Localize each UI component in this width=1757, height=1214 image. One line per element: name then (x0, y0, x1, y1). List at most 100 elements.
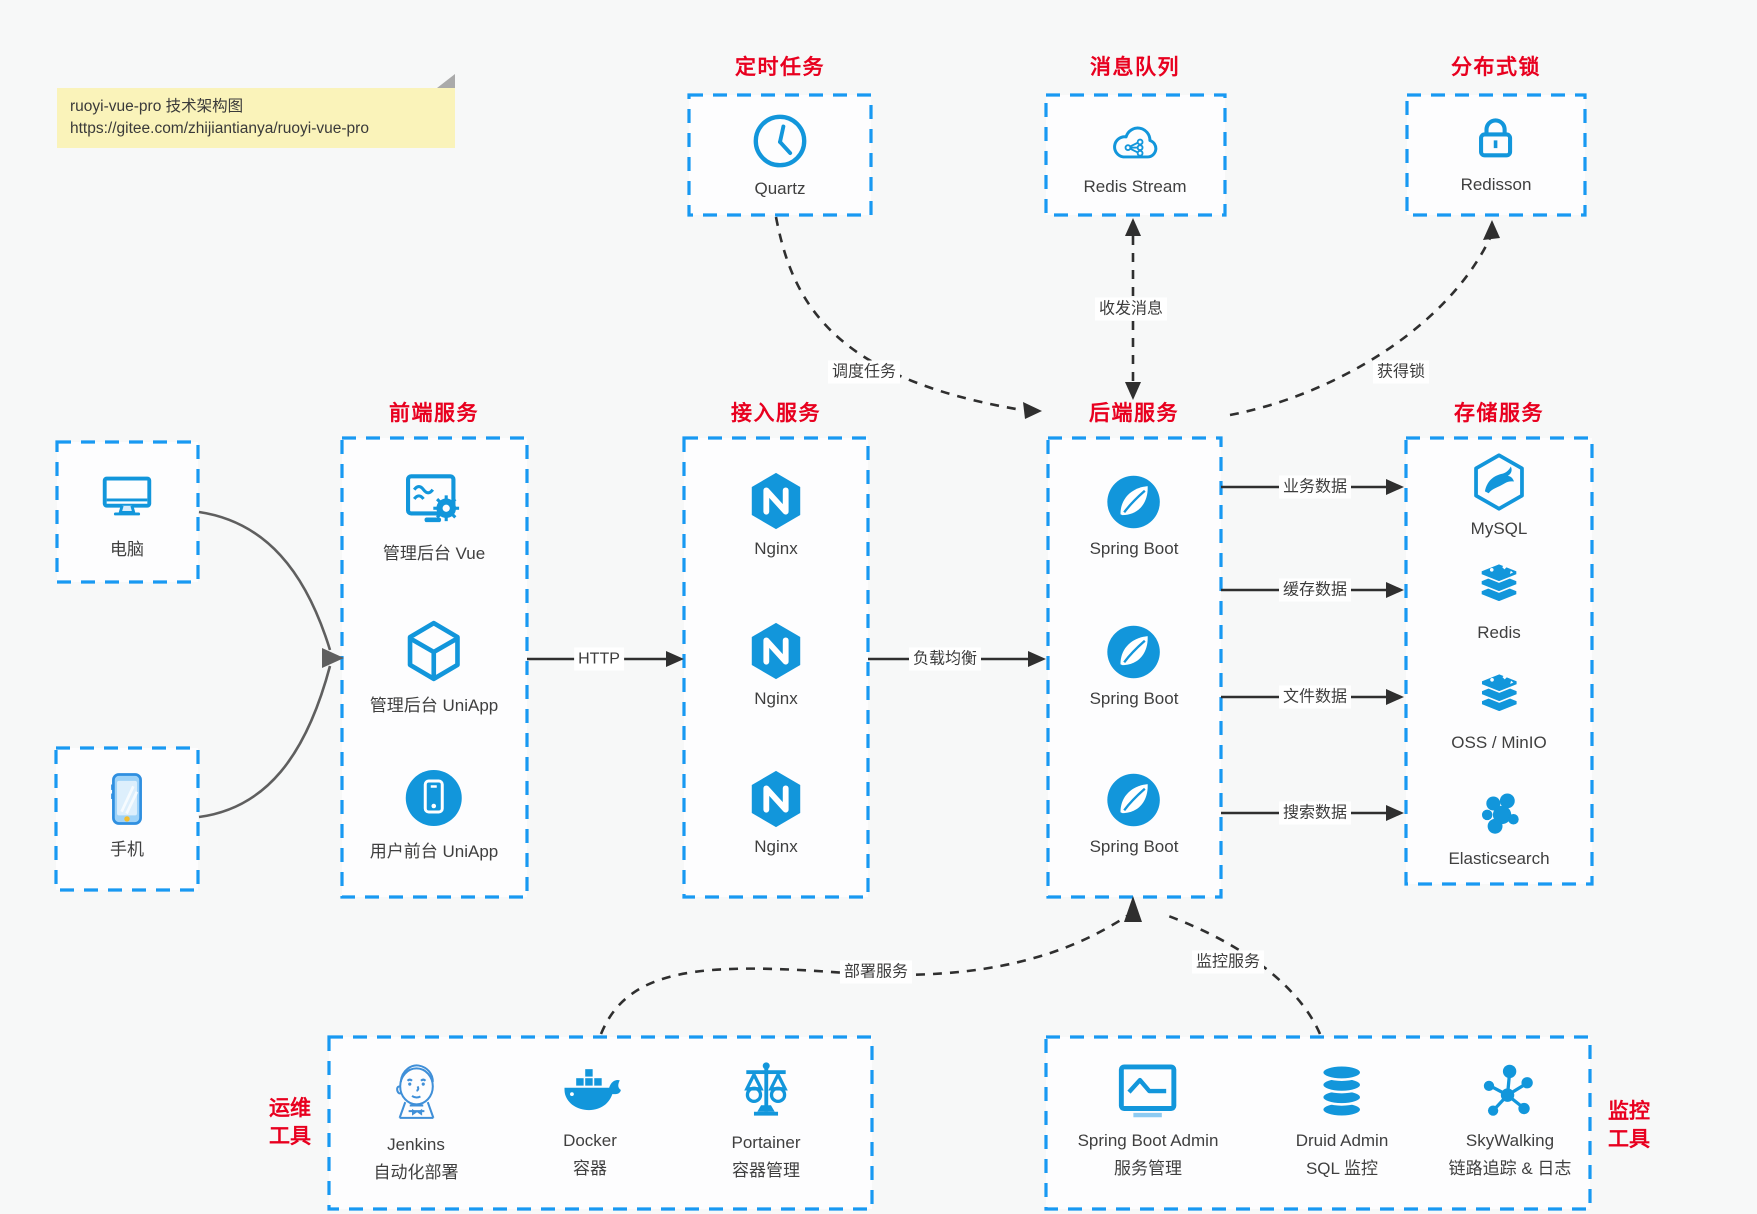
storage-item-oss-minio: OSS / MinIO (1451, 668, 1547, 753)
schedule-label: 调度任务 (827, 360, 901, 384)
redisson-item: Redisson (1460, 110, 1532, 195)
quartz-item: Quartz (749, 110, 811, 199)
monitor-label: 监控服务 (1191, 950, 1265, 974)
client-phone-item: 手机 (98, 770, 156, 860)
item-label: 管理后台 UniApp (369, 696, 499, 715)
item-label: 用户前台 UniApp (369, 842, 499, 861)
item-label: Nginx (754, 837, 798, 856)
frontend-item-admin-uniapp: 管理后台 UniApp (370, 618, 498, 716)
client-computer-item: 电脑 (96, 466, 158, 560)
messaging-up-arrowhead (1125, 218, 1141, 236)
ops-item-jenkins: Jenkins 自动化部署 (374, 1056, 459, 1183)
item-label: Portainer (731, 1133, 801, 1152)
cache-data-label: 缓存数据 (1278, 578, 1352, 602)
frontend-title: 前端服务 (389, 402, 479, 425)
portainer-scales-icon (744, 1062, 788, 1116)
skywalking-icon (1484, 1064, 1534, 1116)
gear-glyph (433, 495, 460, 522)
item-label: 电脑 (110, 540, 144, 559)
item-sublabel: 自动化部署 (373, 1163, 459, 1182)
ops-item-docker: Docker 容器 (556, 1060, 624, 1179)
deploy-label: 部署服务 (839, 960, 913, 984)
uniapp-user-icon (405, 770, 462, 826)
item-label: OSS / MinIO (1451, 733, 1547, 752)
load-balance-label: 负载均衡 (908, 647, 982, 671)
http-label: HTTP (574, 647, 624, 671)
item-label: Redisson (1460, 175, 1532, 194)
object-storage-stack-icon (1480, 672, 1518, 713)
backend-item-spring-1: Spring Boot (1089, 472, 1179, 559)
item-label: Redis Stream (1083, 177, 1187, 196)
messaging-label: 收发消息 (1094, 297, 1168, 321)
item-label: Spring Boot (1089, 539, 1179, 558)
druid-database-icon (1321, 1063, 1363, 1119)
spring-boot-icon (1107, 475, 1161, 529)
item-label: MySQL (1470, 519, 1528, 538)
redis-stream-item: Redis Stream (1083, 114, 1187, 197)
item-label: Jenkins (387, 1135, 445, 1154)
item-label: Quartz (754, 179, 806, 198)
item-label: Nginx (754, 539, 798, 558)
jenkins-icon (395, 1064, 434, 1119)
nginx-icon (751, 472, 801, 530)
clients-arrowhead (322, 648, 344, 668)
monitoring-item-sba: Spring Boot Admin 服务管理 (1078, 1058, 1218, 1179)
business-data-label: 业务数据 (1278, 475, 1352, 499)
monitoring-title-line2: 工具 (1608, 1128, 1650, 1151)
cloud-share-icon (1113, 126, 1158, 159)
search-data-label: 搜索数据 (1278, 801, 1352, 825)
file-data-label: 文件数据 (1278, 685, 1352, 709)
business-data-arrowhead (1386, 479, 1404, 495)
item-label: Druid Admin (1295, 1131, 1389, 1150)
item-label: Spring Boot (1089, 837, 1179, 856)
item-sublabel: SQL 监控 (1305, 1159, 1379, 1178)
ops-title-line2: 工具 (269, 1125, 311, 1148)
lock-icon (1479, 118, 1513, 158)
item-sublabel: 容器 (573, 1159, 607, 1178)
sticky-note: ruoyi-vue-pro 技术架构图 https://gitee.com/zh… (57, 88, 455, 148)
item-sublabel: 容器管理 (732, 1161, 800, 1180)
gateway-item-nginx-2: Nginx (745, 620, 807, 709)
spring-boot-icon (1107, 773, 1161, 827)
item-label: Spring Boot (1089, 689, 1179, 708)
mysql-icon (1474, 453, 1524, 511)
storage-item-elasticsearch: Elasticsearch (1448, 786, 1550, 869)
item-label: Elasticsearch (1448, 849, 1550, 868)
item-sublabel: 链路追踪 & 日志 (1448, 1159, 1572, 1178)
search-data-arrowhead (1386, 805, 1404, 821)
schedule-arrowhead (1023, 402, 1042, 419)
computer-icon (102, 476, 152, 516)
monitoring-item-druid: Druid Admin SQL 监控 (1295, 1058, 1389, 1179)
note-title: ruoyi-vue-pro 技术架构图 (70, 98, 244, 115)
cache-data-arrowhead (1386, 582, 1404, 598)
monitor-curve (1162, 912, 1322, 1035)
scheduled-task-title: 定时任务 (735, 56, 825, 79)
frontend-item-user-uniapp: 用户前台 UniApp (370, 766, 498, 862)
lock-curve (1229, 237, 1492, 417)
lock-label: 获得锁 (1372, 360, 1430, 384)
monitoring-title-line1: 监控 (1608, 1100, 1650, 1123)
file-data-arrowhead (1386, 689, 1404, 705)
monitoring-item-skywalking: SkyWalking 链路追踪 & 日志 (1448, 1058, 1572, 1179)
note-url: https://gitee.com/zhijiantianya/ruoyi-vu… (70, 120, 369, 137)
lock-arrowhead (1483, 220, 1500, 240)
backend-item-spring-3: Spring Boot (1089, 770, 1179, 857)
uniapp-cube-icon (407, 620, 461, 682)
gateway-item-nginx-3: Nginx (745, 768, 807, 857)
item-label: Docker (563, 1131, 617, 1150)
nginx-icon (751, 770, 801, 828)
gateway-item-nginx-1: Nginx (745, 470, 807, 559)
item-label: Redis (1477, 623, 1521, 642)
message-queue-title: 消息队列 (1090, 56, 1180, 79)
item-label: Nginx (754, 689, 798, 708)
docker-icon (564, 1069, 621, 1111)
monitoring-tools-title: 监控 工具 (1608, 1098, 1650, 1154)
item-label: 手机 (110, 840, 144, 859)
item-label: 管理后台 Vue (382, 544, 486, 563)
distributed-lock-title: 分布式锁 (1451, 56, 1541, 79)
frontend-item-admin-vue: 管理后台 Vue (383, 468, 485, 564)
storage-item-redis: Redis (1470, 558, 1528, 643)
ops-tools-title: 运维 工具 (269, 1095, 311, 1151)
item-label: SkyWalking (1465, 1131, 1555, 1150)
